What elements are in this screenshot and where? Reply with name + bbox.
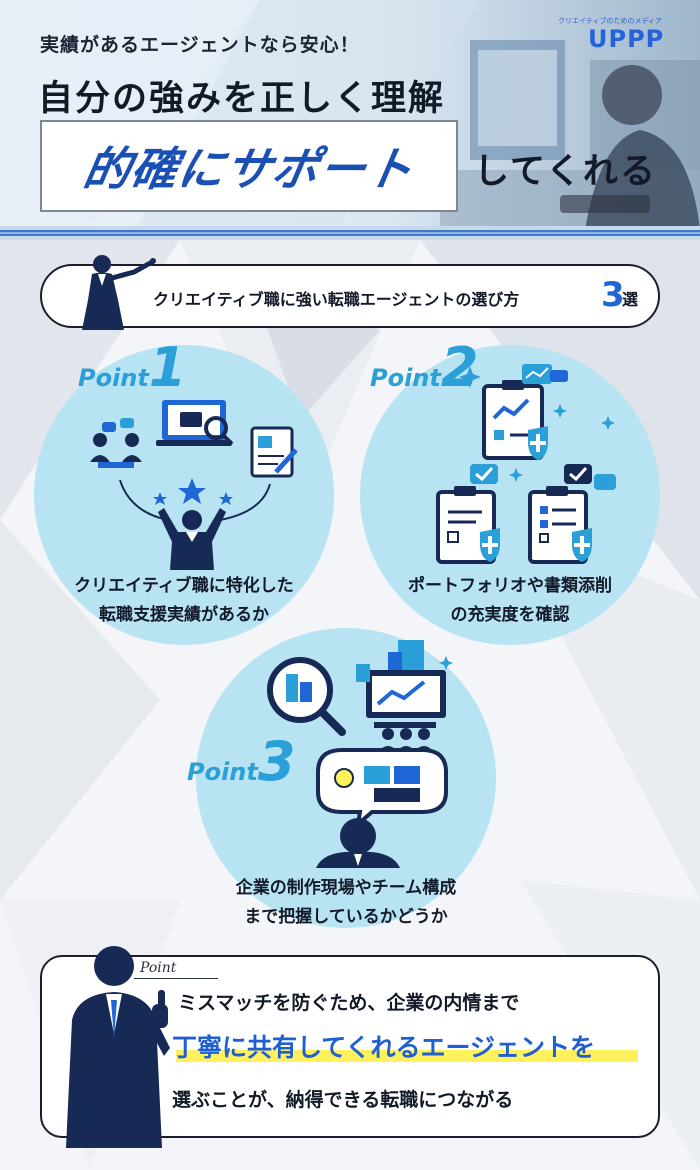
workplace-research-illustration-icon xyxy=(267,640,453,868)
point-3-label: Point3 xyxy=(187,730,295,793)
point-1-number: 1 xyxy=(148,336,187,399)
point-3-number: 3 xyxy=(257,730,296,793)
section-heading-number: 3 xyxy=(601,275,625,315)
point-2-number: 2 xyxy=(440,336,479,399)
point-2-word: Point xyxy=(370,364,441,392)
point-3-word: Point xyxy=(187,758,258,786)
point-2-label: Point2 xyxy=(370,336,478,399)
site-logo: クリエイティブのためのメディア UPPP xyxy=(558,16,668,53)
point-2-line1: ポートフォリオや書類添削 xyxy=(408,576,612,596)
point-1-circle xyxy=(34,345,334,645)
section-heading-text: クリエイティブ職に強い転職エージェントの選び方 xyxy=(153,290,520,309)
businessman-thumbs-up-icon xyxy=(66,946,170,1148)
highlight-box: 的確にサポート xyxy=(40,120,458,212)
summary-line-3: 選ぶことが、納得できる転職につながる xyxy=(172,1089,514,1111)
career-support-illustration-icon xyxy=(90,400,298,570)
highlight-text: 的確にサポート xyxy=(79,142,418,196)
point-1-line2: 転職支援実績があるか xyxy=(99,605,269,625)
presenting-woman-icon xyxy=(82,255,156,330)
section-heading-pill: クリエイティブ職に強い転職エージェントの選び方 3 選 xyxy=(40,264,660,328)
summary-line-2-emphasis: 丁寧に共有してくれるエージェントを xyxy=(172,1033,596,1062)
section-heading-suffix: 選 xyxy=(622,290,639,309)
header-banner: クリエイティブのためのメディア UPPP 実績があるエージェントなら安心！ 自分… xyxy=(0,0,700,240)
header-title: 自分の強みを正しく理解 xyxy=(38,79,446,119)
yellow-marker-highlight xyxy=(176,1050,638,1062)
document-review-illustration-icon xyxy=(436,364,616,564)
logo-tagline: クリエイティブのためのメディア xyxy=(558,17,662,25)
logo-wordmark: UPPP xyxy=(588,25,665,53)
header-divider-stripe xyxy=(0,226,700,240)
point-1-description: クリエイティブ職に特化した 転職支援実績があるか xyxy=(34,572,334,630)
point-1-word: Point xyxy=(78,364,149,392)
point-3-line2: まで把握しているかどうか xyxy=(244,907,448,927)
point-3-description: 企業の制作現場やチーム構成 まで把握しているかどうか xyxy=(196,874,496,932)
point-2-line2: の充実度を確認 xyxy=(450,605,570,625)
point-script-label: Point xyxy=(140,960,177,976)
point-1-label: Point1 xyxy=(78,336,186,399)
summary-line-1: ミスマッチを防ぐため、企業の内情まで xyxy=(178,992,520,1014)
point-3-line1: 企業の制作現場やチーム構成 xyxy=(235,878,457,898)
header-lead-text: 実績があるエージェントなら安心！ xyxy=(40,34,360,56)
point-script-underline xyxy=(134,978,218,979)
header-title-tail: してくれる xyxy=(474,152,657,192)
point-2-description: ポートフォリオや書類添削 の充実度を確認 xyxy=(360,572,660,630)
point-1-line1: クリエイティブ職に特化した xyxy=(74,576,294,596)
